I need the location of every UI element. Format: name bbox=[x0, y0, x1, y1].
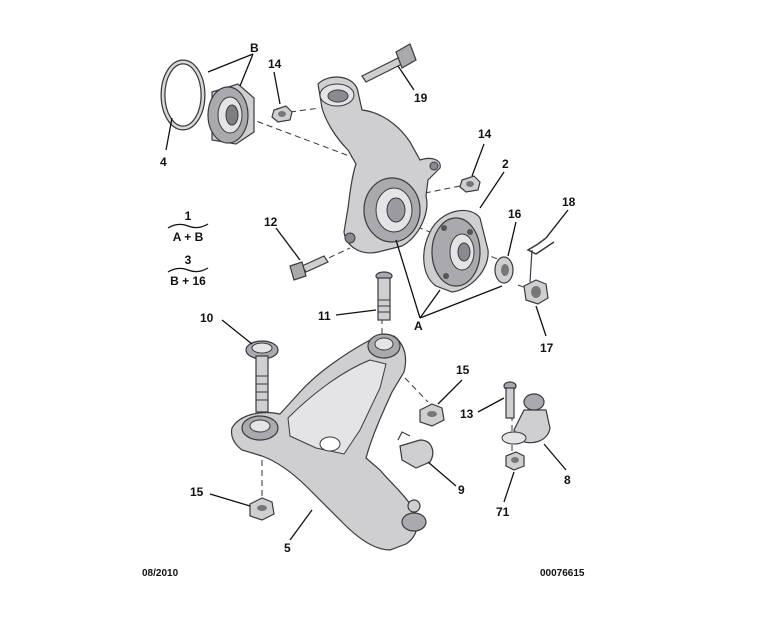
kit-3-number: 3 bbox=[185, 253, 192, 267]
callout-8: 8 bbox=[564, 473, 571, 487]
diagram-footer: 08/2010 00076615 bbox=[142, 568, 585, 579]
castle-nut-17 bbox=[523, 279, 549, 305]
diagram-reference: 00076615 bbox=[540, 568, 585, 579]
kit-1-number: 1 bbox=[185, 209, 192, 223]
callout-15-lower: 15 bbox=[190, 485, 204, 499]
lower-control-arm-part bbox=[230, 333, 427, 551]
callout-a: A bbox=[414, 319, 423, 333]
callout-13: 13 bbox=[460, 407, 474, 421]
nut-15-right bbox=[419, 403, 445, 427]
kit-legend: 1 A + B 3 B + 16 bbox=[167, 209, 209, 288]
nut-71 bbox=[505, 451, 525, 471]
callout-17: 17 bbox=[540, 341, 554, 355]
bolt-19 bbox=[361, 43, 417, 83]
wheel-bearing-part bbox=[207, 83, 255, 145]
nut-14-top bbox=[271, 105, 293, 123]
callout-16: 16 bbox=[508, 207, 522, 221]
nut-15-lower bbox=[249, 497, 275, 521]
kit-3-content: B + 16 bbox=[170, 274, 206, 288]
nut-14-right bbox=[459, 175, 481, 193]
callout-2: 2 bbox=[502, 157, 509, 171]
bracket-9 bbox=[397, 431, 434, 469]
bolt-10 bbox=[245, 340, 279, 413]
kit-1-content: A + B bbox=[173, 230, 204, 244]
callout-5: 5 bbox=[284, 541, 291, 555]
callout-18: 18 bbox=[562, 195, 576, 209]
callout-labels: B 14 19 4 14 2 16 18 12 A 11 17 10 15 13… bbox=[160, 41, 576, 555]
bolt-13 bbox=[503, 381, 517, 419]
ball-joint-8 bbox=[501, 393, 551, 445]
bolt-12 bbox=[289, 255, 329, 281]
callout-4: 4 bbox=[160, 155, 167, 169]
washer-16 bbox=[494, 256, 514, 284]
callout-11: 11 bbox=[318, 309, 331, 323]
callout-14-right: 14 bbox=[478, 127, 492, 141]
cotter-pin-18 bbox=[526, 237, 555, 283]
steering-knuckle-part bbox=[317, 76, 441, 254]
bolt-11 bbox=[375, 271, 393, 321]
circlip-part bbox=[160, 59, 206, 131]
callout-15-right: 15 bbox=[456, 363, 470, 377]
callout-19: 19 bbox=[414, 91, 428, 105]
callout-9: 9 bbox=[458, 483, 465, 497]
wheel-hub-part bbox=[423, 209, 489, 293]
callout-14-top: 14 bbox=[268, 57, 282, 71]
callout-12: 12 bbox=[264, 215, 278, 229]
leader-lines bbox=[165, 53, 569, 541]
diagram-date: 08/2010 bbox=[142, 568, 179, 579]
callout-71: 71 bbox=[496, 505, 510, 519]
callout-10: 10 bbox=[200, 311, 214, 325]
callout-b: B bbox=[250, 41, 259, 55]
